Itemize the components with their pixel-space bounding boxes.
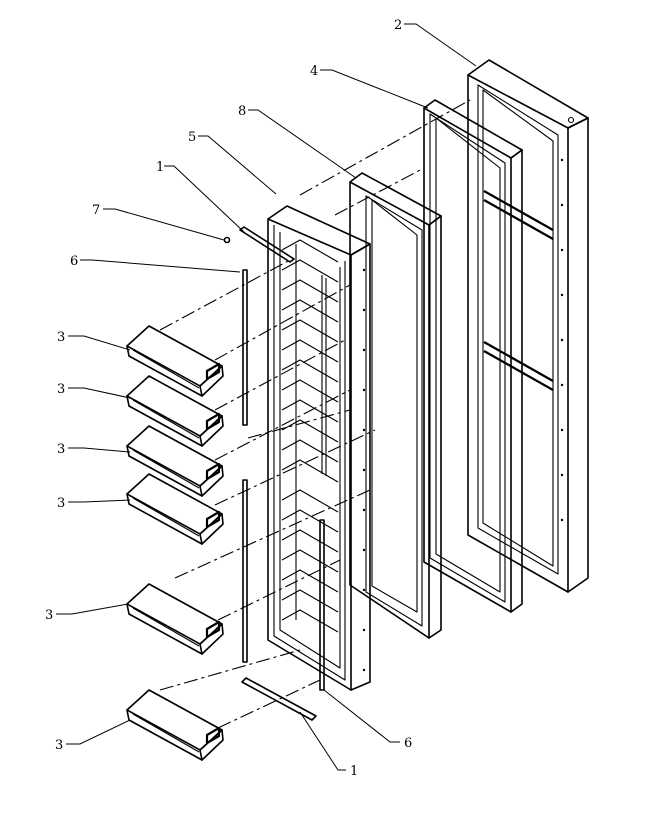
label-part-1-top: 1: [156, 160, 164, 175]
label-part-1-bottom: 1: [350, 764, 358, 779]
leader-lines: [56, 23, 477, 771]
part-6-vertical-rails: [242, 269, 325, 691]
assembly-lines: [159, 99, 471, 729]
part-5-door-shelf-frame: [267, 205, 371, 691]
door-bin-4: [126, 473, 224, 545]
part-3-door-bins: [126, 325, 224, 761]
label-part-6-right: 6: [404, 736, 412, 751]
label-part-3-bin-2: 3: [57, 382, 65, 397]
label-part-3-bin-4: 3: [57, 496, 65, 511]
label-part-4: 4: [310, 64, 318, 79]
label-part-6-left: 6: [70, 254, 78, 269]
label-part-8: 8: [238, 104, 246, 119]
part-7-screw: [223, 236, 231, 244]
door-bin-2: [126, 375, 224, 447]
label-part-3-bin-5: 3: [45, 608, 53, 623]
part-2-outer-door-panel: [467, 59, 589, 593]
part-4-door-gasket: [423, 99, 523, 613]
part-labels: 2 4 8 5 1 7 6 3 3 3 3 3 3 6 1: [45, 18, 412, 779]
part-8-inner-door-liner: [349, 172, 442, 639]
label-part-5: 5: [188, 130, 196, 145]
label-part-3-bin-6: 3: [55, 738, 63, 753]
door-bin-3: [126, 425, 224, 497]
label-part-7: 7: [92, 203, 100, 218]
door-bin-5: [126, 583, 224, 655]
door-bin-1: [126, 325, 224, 397]
label-part-2: 2: [394, 18, 402, 33]
part-1-trim-strips: [239, 226, 317, 721]
label-part-3-bin-3: 3: [57, 442, 65, 457]
door-bin-6: [126, 689, 224, 761]
label-part-3-bin-1: 3: [57, 330, 65, 345]
